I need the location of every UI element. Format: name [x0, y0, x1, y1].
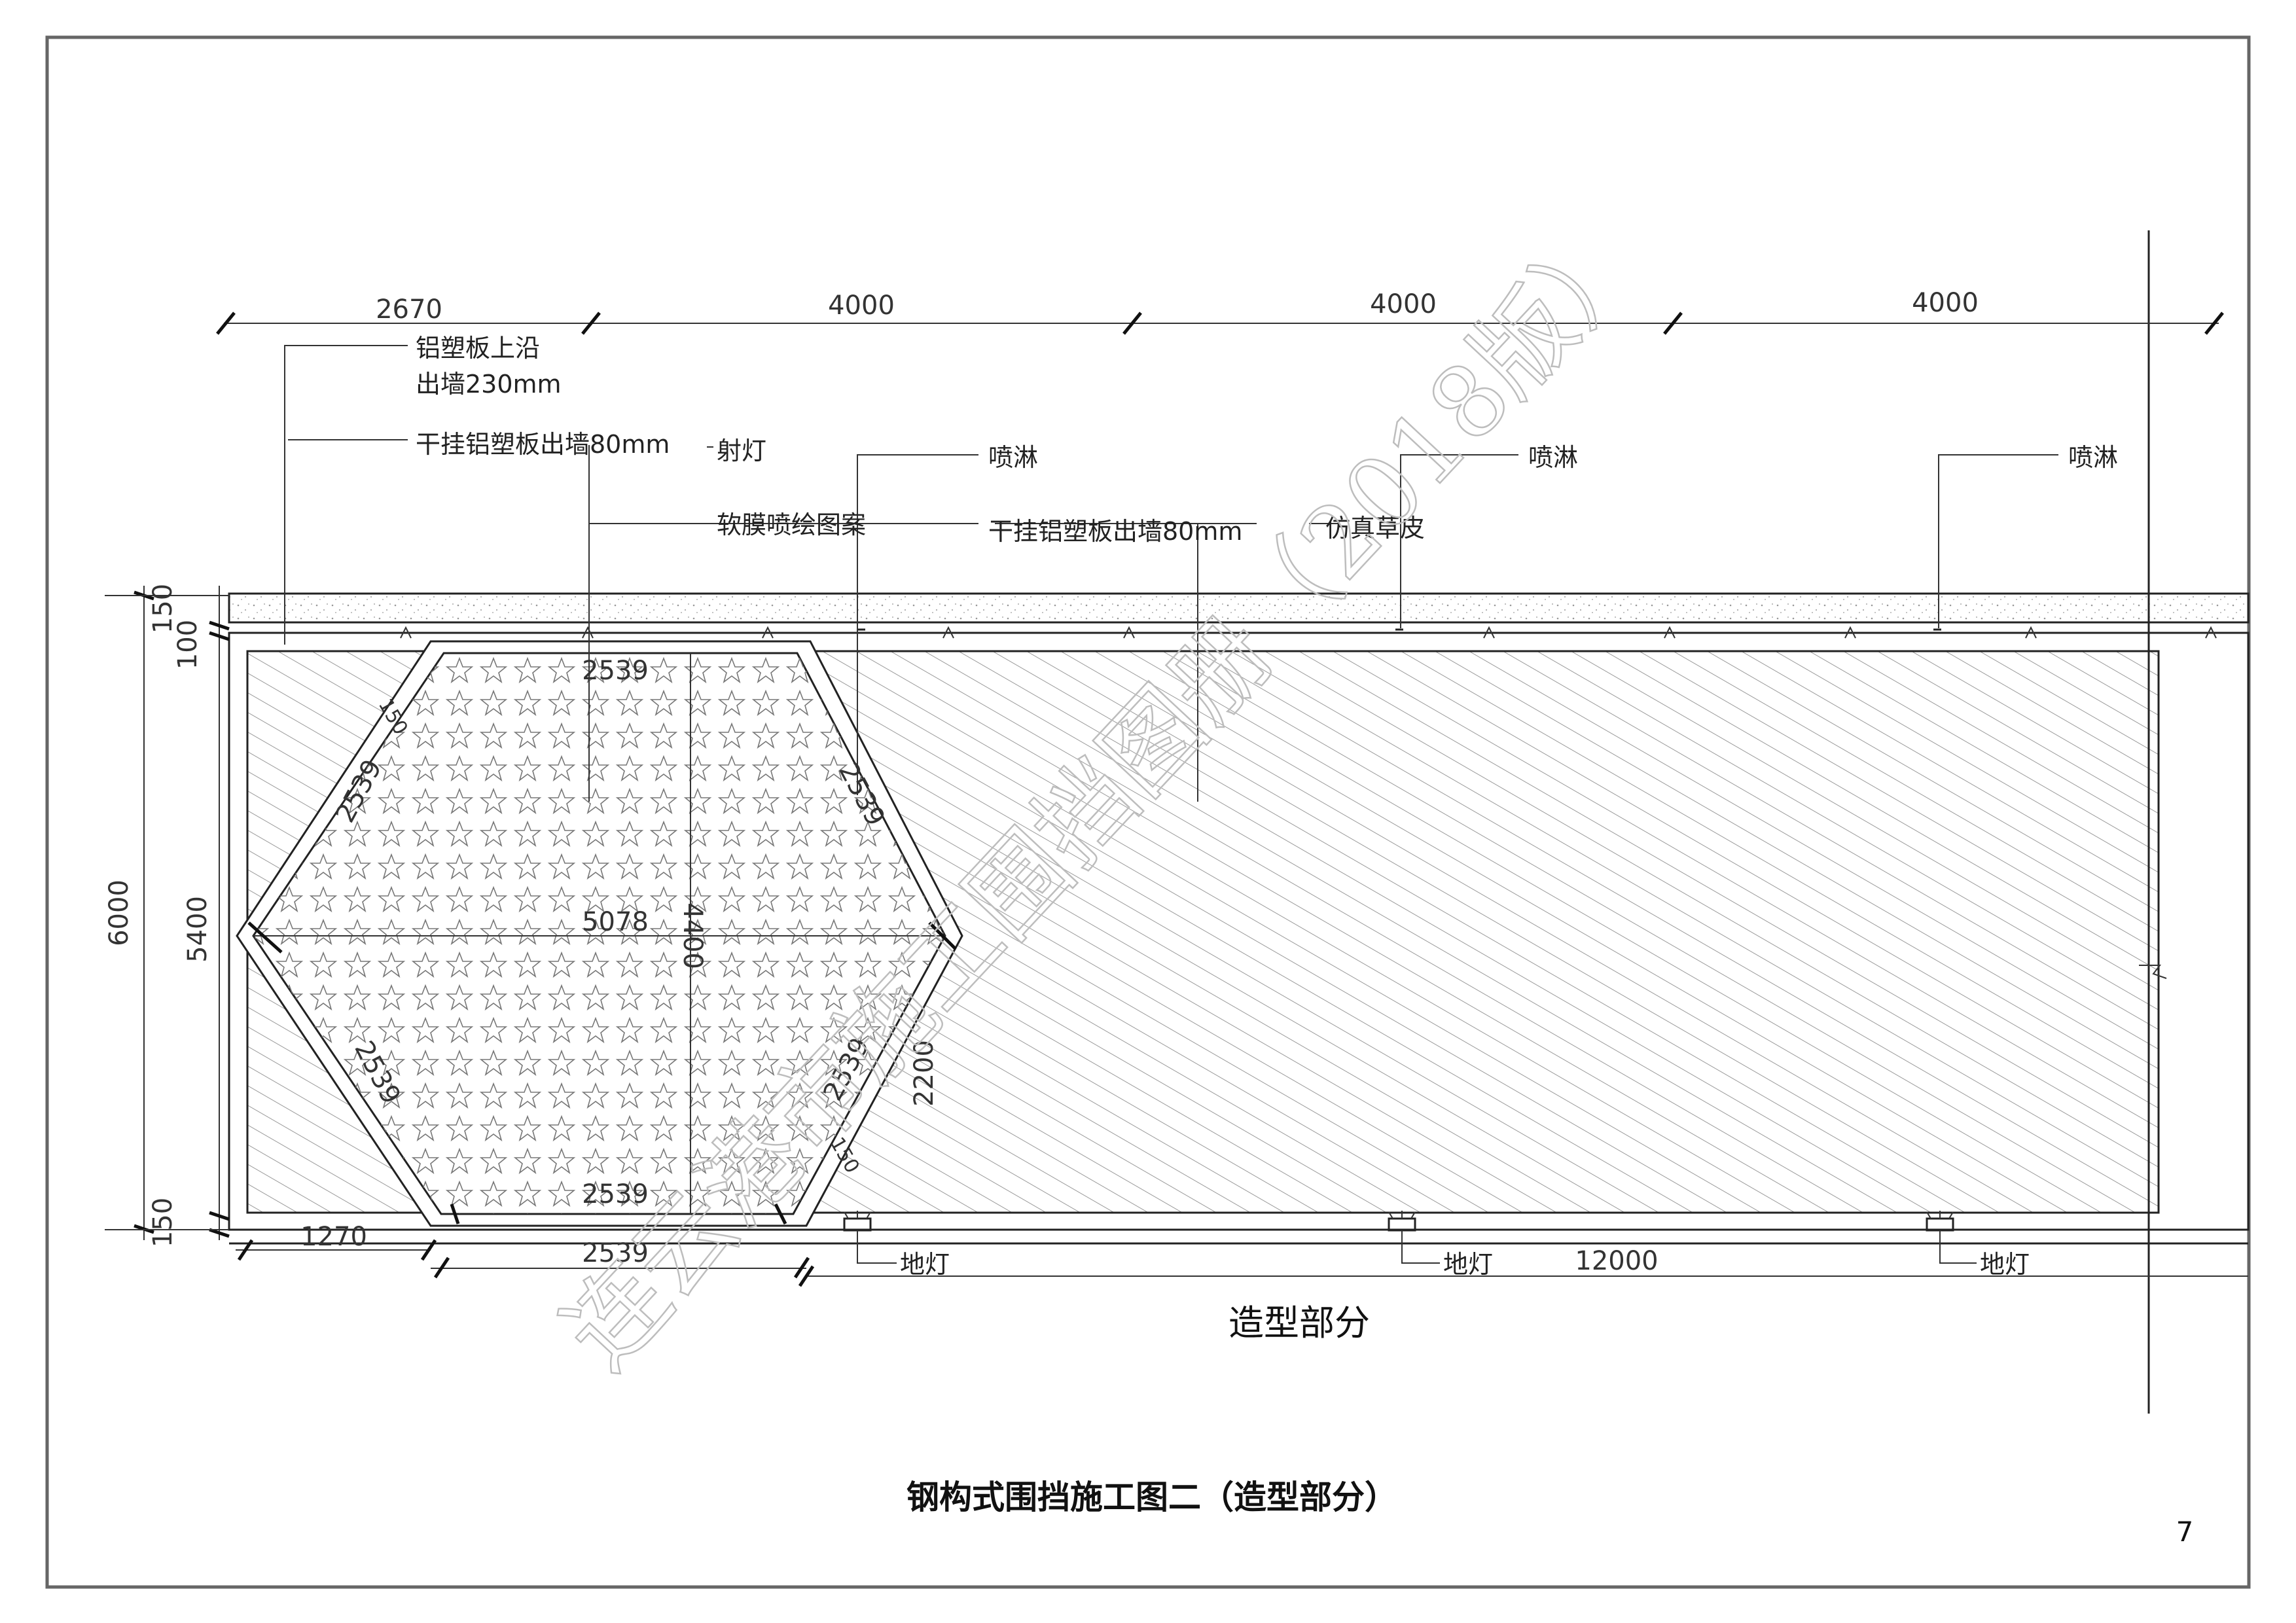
hex-top-edge: 2539: [582, 656, 649, 686]
ground-lights: [843, 1211, 1977, 1264]
label-spray-3: 喷淋: [2068, 443, 2118, 472]
dim-left-100: 100: [173, 620, 203, 669]
ground-light-1-icon: [843, 1211, 897, 1264]
hexagon-soft-film: [236, 640, 963, 1227]
label-ground-light-3: 地灯: [1980, 1250, 2030, 1279]
dim-bottom-12000: 12000: [1575, 1246, 1658, 1276]
ground-light-3-icon: [1926, 1211, 1977, 1264]
dimension-left: 150 100 6000 5400 150: [104, 584, 230, 1247]
dimension-bottom: 1270 2539 12000: [236, 1222, 2248, 1287]
hex-offset-right: 2200: [909, 1040, 939, 1107]
page-number: 7: [2176, 1516, 2194, 1548]
label-dry-hang-left: 干挂铝塑板出墙80mm: [416, 430, 670, 459]
dim-bottom-2539: 2539: [582, 1238, 649, 1268]
dim-left-6000: 6000: [104, 880, 134, 946]
dim-left-150-top: 150: [148, 584, 178, 633]
dim-left-5400: 5400: [183, 896, 213, 963]
hex-width: 5078: [582, 907, 649, 937]
label-alu-top-edge: 铝塑板上沿: [416, 334, 540, 363]
dim-bottom-1270: 1270: [300, 1222, 367, 1252]
dimension-top: 2670 4000 4000 4000: [216, 288, 2224, 335]
dim-top-2670: 2670: [376, 294, 442, 325]
label-ground-light-2: 地灯: [1443, 1250, 1493, 1279]
label-alu-top-edge-2: 出墙230mm: [416, 370, 562, 399]
figure-caption: 钢构式围挡施工图二（造型部分）: [906, 1478, 1397, 1516]
label-spotlight: 射灯: [717, 437, 766, 465]
section-title: 造型部分: [1229, 1302, 1370, 1344]
label-ground-light-1: 地灯: [900, 1250, 950, 1279]
label-spray-2: 喷淋: [1528, 443, 1578, 472]
dim-top-4000-c: 4000: [1912, 288, 1979, 318]
dim-top-4000-b: 4000: [1370, 289, 1437, 319]
dim-left-150-bottom: 150: [148, 1198, 178, 1247]
rail-fixtures: [400, 626, 2217, 639]
annotations: 铝塑板上沿 出墙230mm 干挂铝塑板出墙80mm 射灯 喷淋 喷淋 喷淋 软膜…: [416, 334, 2118, 1279]
hex-bottom-edge: 2539: [582, 1179, 649, 1209]
label-spray-1: 喷淋: [988, 443, 1038, 472]
leader-lines: [284, 345, 2058, 802]
ground-light-2-icon: [1388, 1211, 1440, 1264]
dim-top-4000-a: 4000: [828, 291, 895, 321]
label-dry-hang-mid: 干挂铝塑板出墙80mm: [988, 517, 1242, 546]
hex-height: 4400: [677, 902, 708, 969]
label-fake-grass: 仿真草皮: [1325, 514, 1425, 543]
label-soft-film: 软膜喷绘图案: [717, 510, 866, 539]
